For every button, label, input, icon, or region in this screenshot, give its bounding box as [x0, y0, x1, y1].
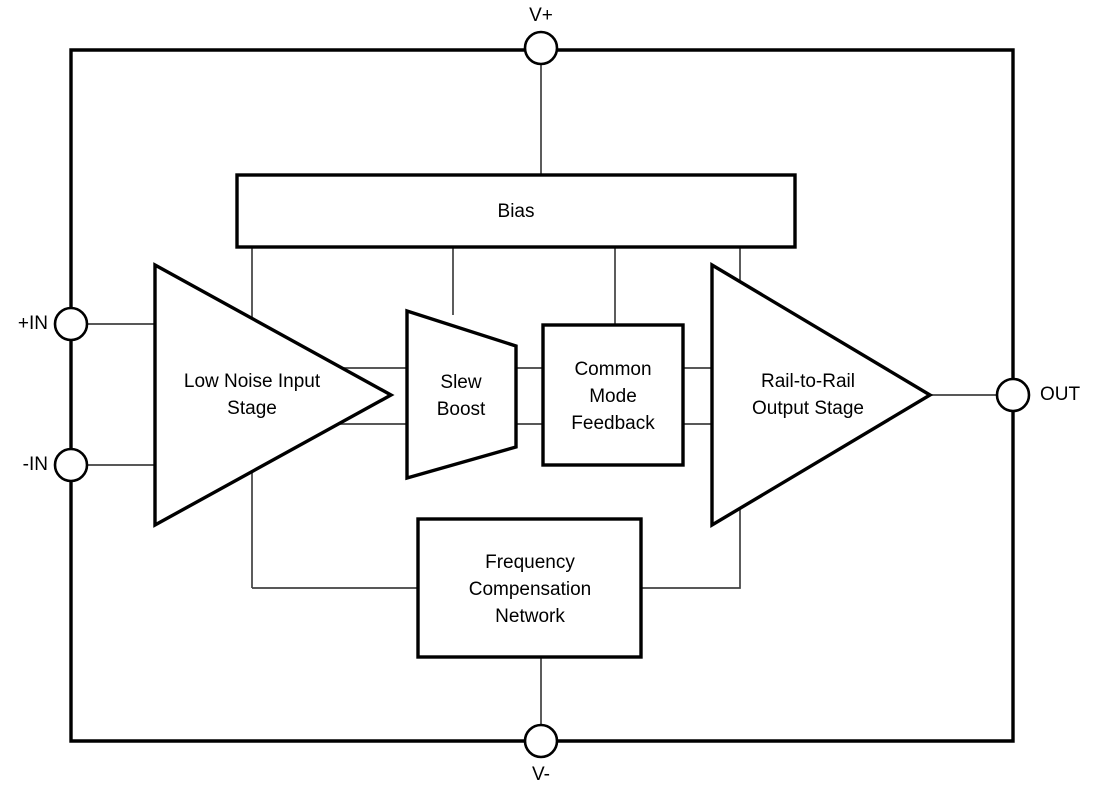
terminal-out-label: OUT	[1040, 384, 1081, 405]
block-frequency-compensation-network-label-line2: Compensation	[469, 579, 592, 600]
block-rail-to-rail-output-stage-label-line1: Rail-to-Rail	[761, 371, 855, 392]
block-low-noise-input-stage[interactable]	[153, 262, 395, 528]
block-slew-boost-label-line1: Slew	[440, 372, 481, 393]
terminal-v-minus[interactable]	[523, 723, 559, 759]
terminal-out[interactable]	[995, 377, 1031, 413]
block-low-noise-input-stage-label-line2: Stage	[227, 398, 277, 419]
terminal-v-minus-label: V-	[532, 764, 550, 785]
terminal-in-minus[interactable]	[53, 447, 89, 483]
block-bias[interactable]	[235, 173, 797, 249]
terminal-v-plus[interactable]	[523, 30, 559, 66]
block-slew-boost-label-line2: Boost	[437, 399, 486, 420]
block-slew-boost[interactable]	[405, 308, 518, 481]
block-common-mode-feedback[interactable]	[541, 323, 685, 467]
block-common-mode-feedback-label-line3: Feedback	[571, 413, 655, 434]
terminal-in-plus[interactable]	[53, 306, 89, 342]
wire-fcn-right-lead	[641, 525, 741, 589]
terminal-in-minus-label: -IN	[23, 454, 48, 475]
block-rail-to-rail-output-stage[interactable]	[710, 262, 934, 528]
outer-border-path	[69, 48, 1015, 743]
block-low-noise-input-stage-label-line1: Low Noise Input	[184, 371, 321, 392]
block-frequency-compensation-network-label-line1: Frequency	[485, 552, 575, 573]
block-rail-to-rail-output-stage-label-line2: Output Stage	[752, 398, 864, 419]
terminal-in-plus-label: +IN	[18, 313, 48, 334]
block-common-mode-feedback-label-line2: Mode	[589, 386, 637, 407]
block-common-mode-feedback-label-line1: Common	[574, 359, 651, 380]
terminal-v-plus-label: V+	[529, 5, 553, 26]
block-frequency-compensation-network-label-line3: Network	[495, 606, 565, 627]
block-bias-label: Bias	[498, 201, 535, 222]
block-frequency-compensation-network[interactable]	[416, 517, 643, 659]
